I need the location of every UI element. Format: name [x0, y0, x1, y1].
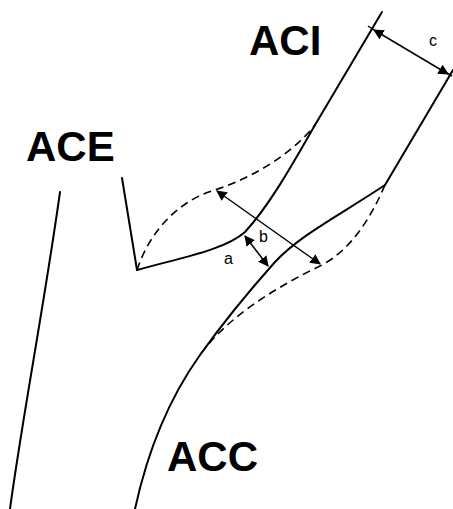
dimension-label: c	[428, 33, 438, 49]
lumen-wall	[200, 185, 385, 355]
dimension-label: a	[223, 251, 234, 267]
original-wall-dashed	[200, 185, 385, 355]
extension-line	[368, 26, 377, 32]
vessel-wall	[315, 12, 382, 125]
extension-line	[445, 72, 452, 76]
artery-label: ACC	[166, 436, 259, 478]
dimension-label: b	[258, 229, 269, 245]
vessel-wall	[10, 192, 60, 509]
vessel-wall	[385, 70, 453, 185]
vessel-wall	[135, 355, 200, 509]
artery-label: ACE	[25, 126, 116, 168]
vessel-wall	[122, 178, 137, 270]
artery-label: ACI	[248, 20, 322, 62]
dimension-arrow	[374, 30, 448, 74]
